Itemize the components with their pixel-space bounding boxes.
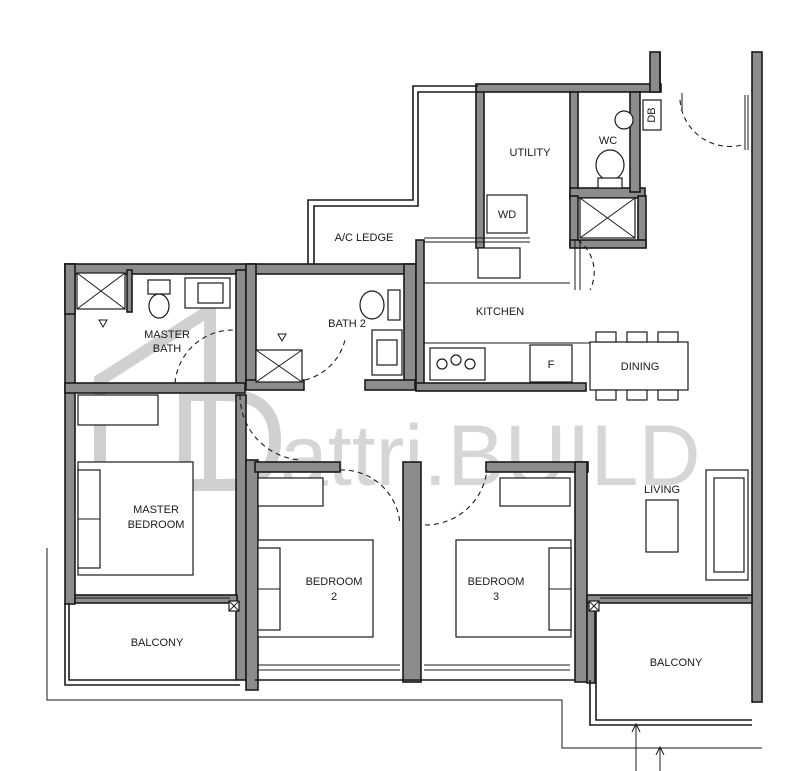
label-bath2: BATH 2	[328, 318, 366, 330]
label-master-bedroom-line1: MASTER	[133, 504, 179, 516]
label-ac-ledge: A/C LEDGE	[335, 232, 394, 244]
windows	[75, 95, 749, 671]
watermark-text: attri.BUILD	[280, 408, 701, 504]
label-dining: DINING	[621, 361, 660, 373]
label-fridge: F	[548, 359, 555, 371]
label-bedroom2-line2: 2	[331, 591, 337, 603]
label-balcony-right: BALCONY	[650, 657, 703, 669]
label-master-bath-line1: MASTER	[144, 329, 190, 341]
outlines	[46, 52, 762, 749]
label-bedroom3-line1: BEDROOM	[468, 576, 525, 588]
fixtures	[76, 99, 749, 771]
label-balcony-left: BALCONY	[131, 637, 184, 649]
room-labels: UTILITY WC DB WD A/C LEDGE KITCHEN MASTE…	[128, 107, 703, 669]
label-kitchen: KITCHEN	[476, 306, 524, 318]
label-bedroom3-line2: 3	[493, 591, 499, 603]
label-wd: WD	[498, 209, 516, 221]
label-utility: UTILITY	[510, 147, 552, 159]
walls	[64, 51, 763, 703]
door-swings	[174, 93, 743, 526]
label-master-bath-line2: BATH	[153, 343, 182, 355]
label-db: DB	[646, 107, 658, 122]
label-master-bedroom-line2: BEDROOM	[128, 519, 185, 531]
label-wc: WC	[599, 135, 617, 147]
label-living: LIVING	[644, 484, 680, 496]
label-bedroom2-line1: BEDROOM	[306, 576, 363, 588]
